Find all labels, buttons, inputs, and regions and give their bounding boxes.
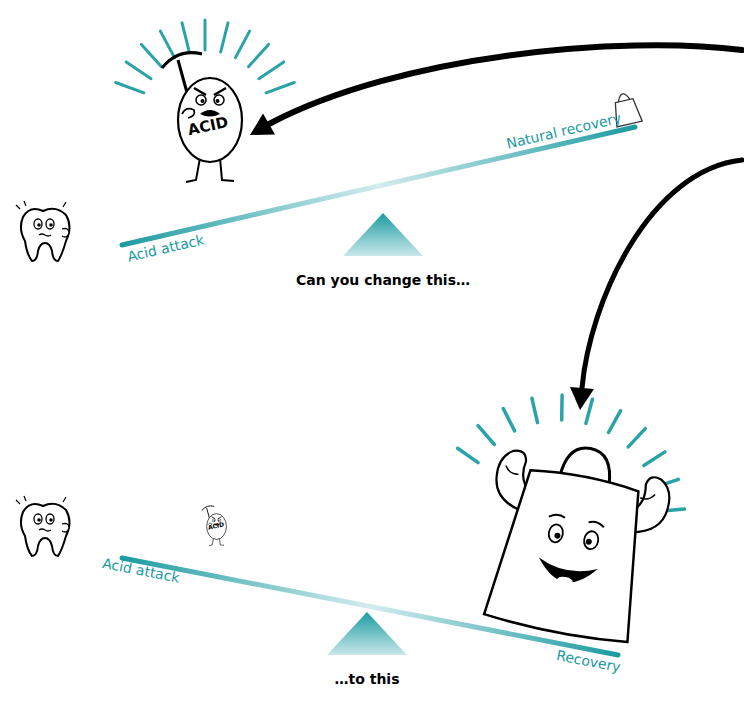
sparkle-rays-part	[266, 83, 294, 93]
sparkle-rays-part	[182, 23, 189, 52]
sparkle-rays-part	[458, 448, 479, 462]
weight-strong-part	[483, 463, 656, 646]
weight-strong-part	[585, 538, 592, 545]
acid-pupil	[214, 520, 215, 521]
curved-arrows	[250, 45, 742, 410]
pivot	[343, 213, 423, 256]
sparkle-rays-part	[478, 426, 494, 445]
sparkle-rays-part	[236, 31, 250, 57]
weight-strong-part	[549, 513, 605, 527]
sparkle-rays-part	[609, 411, 621, 433]
acid-outline	[150, 40, 260, 190]
sparkle-rays-part	[259, 62, 284, 79]
acid-pupil	[201, 99, 205, 103]
weight-strong-part	[535, 558, 598, 588]
acid-character: ACID	[198, 502, 232, 548]
sparkle-rays-part	[160, 31, 174, 57]
weight-strong-part	[547, 523, 564, 543]
pivot	[327, 612, 407, 655]
weight-small-part	[617, 92, 630, 102]
top-seesaw	[16, 20, 642, 261]
sparkle-rays-part	[560, 395, 564, 420]
weight-strong	[469, 432, 676, 649]
weight-strong-part	[505, 466, 655, 501]
sparkle-rays-part	[126, 62, 151, 79]
sparkle-rays-part	[628, 429, 645, 447]
tooth	[16, 201, 70, 261]
sparkle-rays-part	[644, 452, 665, 466]
acid-eye	[214, 95, 224, 105]
weight-strong-part	[583, 530, 600, 550]
acid-pupil	[216, 99, 220, 103]
pickaxe-head	[162, 53, 202, 68]
sparkle-rays-part	[503, 409, 514, 431]
sparkle-rays-part	[116, 83, 144, 93]
caption: …to this	[217, 672, 517, 687]
tooth	[16, 496, 70, 556]
weight-strong-part	[554, 532, 561, 539]
sparkle-rays-part	[586, 399, 593, 423]
acid-figure	[162, 53, 242, 182]
arrow-head	[250, 114, 275, 135]
arrow-head	[570, 387, 594, 410]
acid-mouth	[200, 110, 220, 117]
weight-strong-part	[556, 576, 573, 587]
pickaxe-head	[202, 506, 214, 511]
acid-eye	[212, 519, 215, 522]
sparkle-rays-part	[141, 44, 161, 66]
caption: Can you change this…	[233, 273, 533, 288]
curved-arrow	[269, 45, 742, 124]
acid-brows	[194, 88, 226, 95]
curved-arrow	[582, 160, 742, 388]
sparkle-rays-part	[221, 23, 228, 52]
acid-brows	[212, 517, 222, 519]
acid-arm	[182, 109, 194, 118]
sparkle-rays-part	[204, 20, 207, 50]
bottom-seesaw	[16, 395, 685, 655]
acid-character: ACID	[150, 40, 260, 190]
acid-eye	[196, 95, 206, 105]
sparkle-rays-part	[532, 398, 538, 422]
sparkle-rays-part	[249, 44, 269, 66]
